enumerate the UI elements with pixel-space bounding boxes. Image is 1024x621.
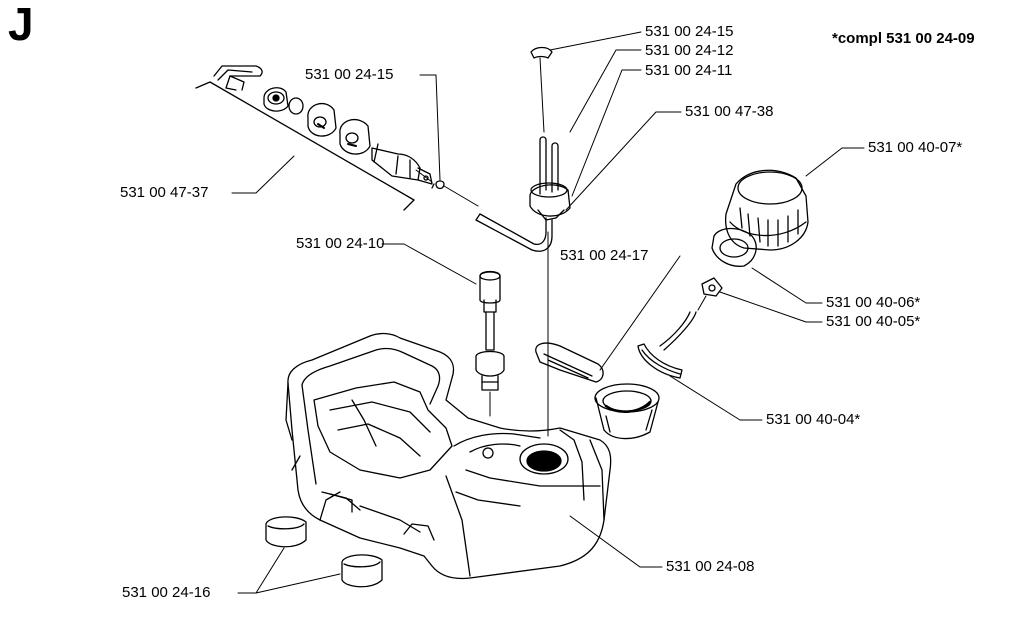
part-label-531-00-40-07: 531 00 40-07* bbox=[868, 139, 963, 156]
part-label-531-00-40-06: 531 00 40-06* bbox=[826, 294, 921, 311]
fuel-filter-part bbox=[475, 270, 505, 391]
tank-foot-upper bbox=[265, 516, 307, 548]
part-label-531-00-24-15-top: 531 00 24-15 bbox=[645, 23, 734, 40]
fuel-tank-part bbox=[285, 332, 612, 580]
selector-bracket bbox=[213, 65, 263, 91]
section-letter: J bbox=[8, 0, 34, 50]
valve-clip bbox=[530, 46, 553, 59]
selector-shaft bbox=[371, 143, 433, 185]
part-label-531-00-24-17: 531 00 24-17 bbox=[560, 247, 649, 264]
filler-gasket bbox=[535, 342, 604, 383]
fuel-line-grommet bbox=[529, 136, 571, 221]
selector-o-ring bbox=[288, 97, 304, 115]
part-label-531-00-24-16: 531 00 24-16 bbox=[122, 584, 211, 601]
fuel-filler-opening bbox=[519, 443, 569, 475]
strainer-screen bbox=[701, 277, 723, 297]
part-label-531-00-24-11: 531 00 24-11 bbox=[645, 62, 733, 79]
oil-cap-gasket bbox=[711, 227, 757, 267]
part-label-531-00-47-38: 531 00 47-38 bbox=[685, 103, 774, 120]
leader-lines bbox=[231, 31, 865, 594]
group-bracket-47-37 bbox=[195, 81, 415, 211]
oil-cap-part bbox=[724, 169, 809, 251]
assembly-axes bbox=[415, 57, 707, 437]
selector-clip bbox=[431, 180, 445, 190]
selector-washer bbox=[263, 87, 289, 112]
part-label-531-00-40-05: 531 00 40-05* bbox=[826, 313, 921, 330]
cap-retainer-strap bbox=[637, 311, 697, 379]
part-label-531-00-40-04: 531 00 40-04* bbox=[766, 411, 861, 428]
part-label-531-00-47-37: 531 00 47-37 bbox=[120, 184, 209, 201]
part-label-531-00-24-15-mid: 531 00 24-15 bbox=[305, 66, 394, 83]
oil-filler-neck bbox=[594, 383, 660, 440]
part-label-531-00-24-12: 531 00 24-12 bbox=[645, 42, 734, 59]
selector-ring-1 bbox=[307, 102, 337, 137]
selector-ring-2 bbox=[339, 118, 371, 155]
part-label-531-00-24-08: 531 00 24-08 bbox=[666, 558, 755, 575]
tank-foot-lower bbox=[341, 554, 383, 588]
breather-hose bbox=[475, 213, 553, 252]
part-label-531-00-24-10: 531 00 24-10 bbox=[296, 235, 385, 252]
complete-assembly-note: *compl 531 00 24-09 bbox=[832, 30, 975, 47]
